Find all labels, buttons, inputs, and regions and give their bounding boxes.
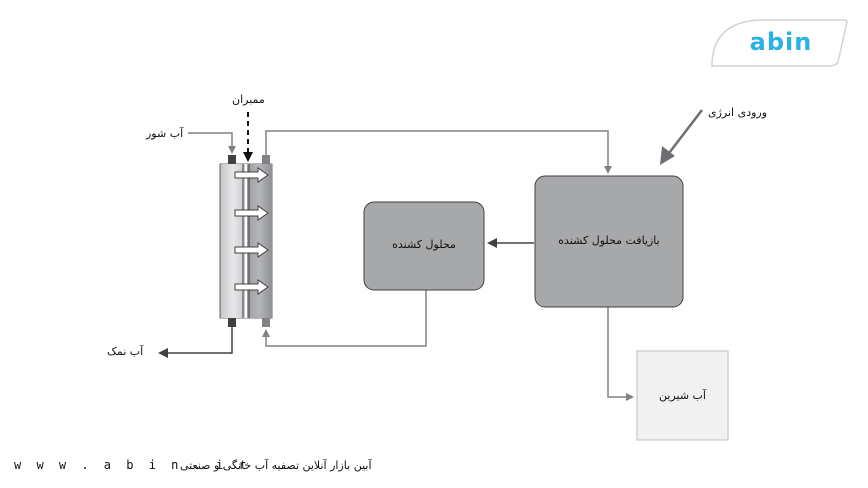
energy-input-arrow xyxy=(665,109,703,158)
draw-solution-box xyxy=(363,201,485,291)
fresh-water-line xyxy=(607,307,634,401)
energy-input-label: ورودی انرژی xyxy=(708,106,768,119)
footer-website[interactable]: w w w . a b i n . i r xyxy=(14,458,250,472)
draw-recovery-box xyxy=(534,175,684,308)
abin-logo xyxy=(711,19,848,67)
salt-water-label: آب شور xyxy=(146,127,184,140)
footer-tagline: آبین بازار آنلاین تصفیه آب خانگی و صنعتی xyxy=(180,459,372,472)
diluted-draw-line xyxy=(265,130,612,174)
brine-label: آب نمک xyxy=(107,345,144,358)
salt-water-inlet-line xyxy=(188,132,236,154)
draw-solution-label: محلول کشنده xyxy=(392,238,456,251)
membrane-label: ممبران xyxy=(232,93,265,106)
draw-return-line xyxy=(262,289,427,347)
membrane-module xyxy=(219,155,273,327)
brine-outlet-line xyxy=(158,327,233,358)
fresh-water-box xyxy=(636,350,729,441)
draw-recovery-label: بازیافت محلول کشنده xyxy=(558,234,660,247)
fresh-water-label: آب شیرین xyxy=(659,389,706,402)
permeation-arrows xyxy=(234,167,269,295)
energy-input-arrowhead xyxy=(660,146,675,165)
logo-text[interactable]: abin xyxy=(749,28,813,56)
